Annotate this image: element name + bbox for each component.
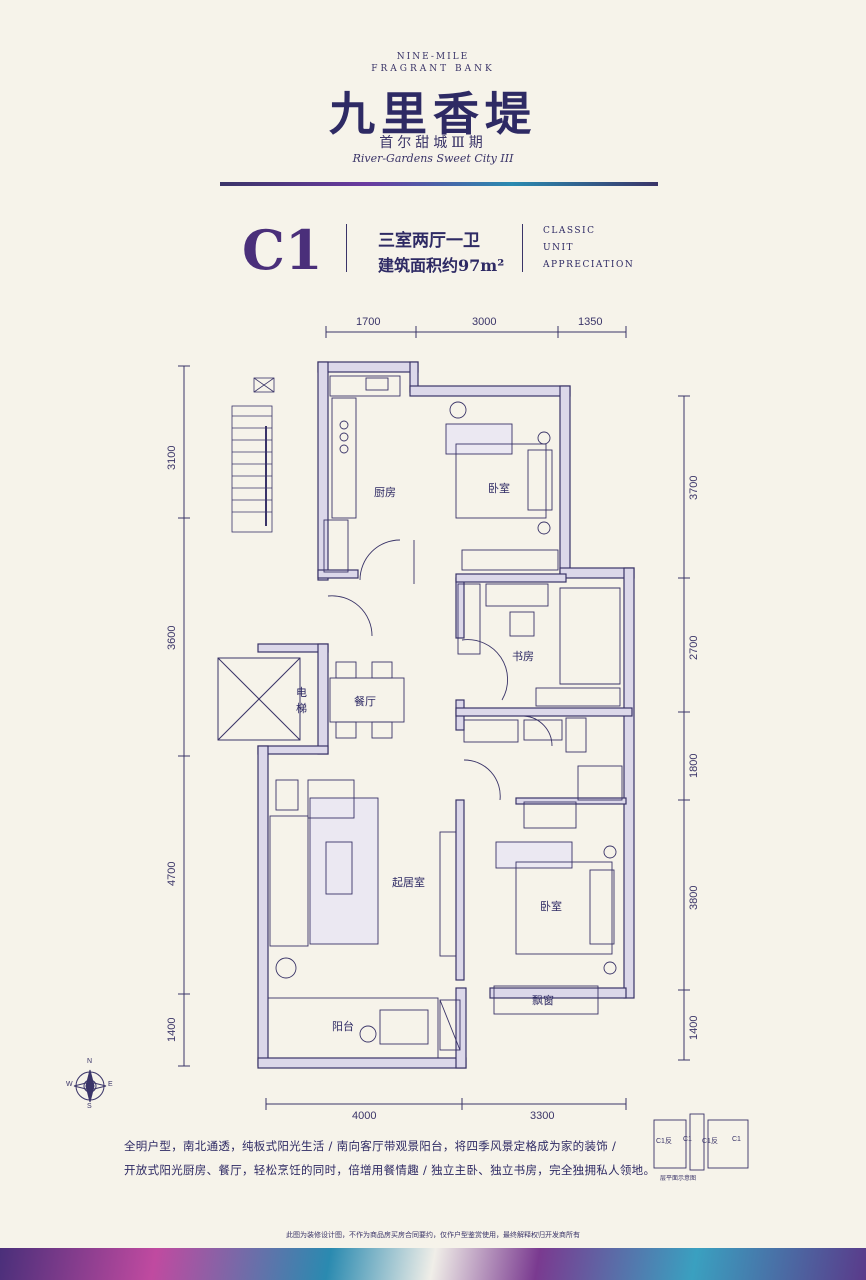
dim-bottom-1: 4000 bbox=[352, 1110, 377, 1122]
room-kitchen: 厨房 bbox=[374, 486, 396, 499]
keyplan-label-1: C1反 bbox=[656, 1138, 672, 1145]
room-elevator-1: 电 bbox=[296, 686, 307, 699]
eng-classic: CLASSIC bbox=[543, 226, 596, 236]
bottom-decorative-band bbox=[0, 1248, 866, 1280]
description-line2: 开放式阳光厨房、餐厅，轻松烹饪的同时，倍增用餐情趣 / 独立主卧、独立书房，完全… bbox=[124, 1163, 656, 1177]
eng-appreciation: APPRECIATION bbox=[543, 260, 635, 270]
room-living: 起居室 bbox=[392, 876, 425, 889]
project-subtitle-cn: 首尔甜城Ⅲ期 bbox=[379, 135, 487, 151]
project-subtitle-en: River-Gardens Sweet City III bbox=[352, 152, 514, 165]
dim-right-4: 3800 bbox=[688, 885, 700, 910]
keyplan-caption: 层平面示意图 bbox=[660, 1175, 697, 1182]
dim-bottom-2: 3300 bbox=[530, 1110, 555, 1122]
brand-logo-text: 九里香堤 bbox=[329, 87, 537, 141]
divider-left bbox=[346, 224, 347, 272]
compass-n: N bbox=[87, 1058, 93, 1065]
dim-left-3: 4700 bbox=[166, 861, 178, 886]
unit-area: 建筑面积约97m² bbox=[378, 256, 505, 275]
dim-top-2: 3000 bbox=[472, 316, 497, 328]
compass-s: S bbox=[87, 1103, 92, 1110]
keyplan-label-2: C1 bbox=[683, 1136, 692, 1143]
dim-left-4: 1400 bbox=[166, 1017, 178, 1042]
dim-right-2: 2700 bbox=[688, 635, 700, 660]
unit-code: C1 bbox=[242, 218, 323, 282]
dim-top-1: 1700 bbox=[356, 316, 381, 328]
dim-right-1: 3700 bbox=[688, 475, 700, 500]
disclaimer: 此图为装修设计图，不作为商品房买房合同要约，仅作户型鉴赏使用，最终解释权归开发商… bbox=[286, 1231, 580, 1239]
divider-right bbox=[522, 224, 523, 272]
keyplan-label-3: C1反 bbox=[702, 1138, 718, 1145]
room-bay-window: 飘窗 bbox=[532, 994, 554, 1007]
keyplan-label-4: C1 bbox=[732, 1136, 741, 1143]
room-bedroom-south: 卧室 bbox=[540, 900, 562, 913]
compass-w: W bbox=[66, 1081, 73, 1088]
eng-unit: UNIT bbox=[543, 243, 575, 253]
room-study: 书房 bbox=[512, 650, 534, 663]
room-bedroom-north: 卧室 bbox=[488, 482, 510, 495]
dim-right-5: 1400 bbox=[688, 1015, 700, 1040]
dim-right-3: 1800 bbox=[688, 753, 700, 778]
dim-left-2: 3600 bbox=[166, 625, 178, 650]
room-dining: 餐厅 bbox=[354, 695, 376, 708]
unit-type: 三室两厅一卫 bbox=[378, 231, 480, 251]
header-divider bbox=[220, 182, 658, 186]
brand-english-line2: FRAGRANT BANK bbox=[371, 64, 495, 74]
room-elevator-2: 梯 bbox=[296, 702, 307, 715]
dim-left-1: 3100 bbox=[166, 445, 178, 470]
compass-e: E bbox=[108, 1081, 113, 1088]
room-balcony: 阳台 bbox=[332, 1020, 354, 1033]
description-line1: 全明户型，南北通透，纯板式阳光生活 / 南向客厅带观景阳台，将四季风景定格成为家… bbox=[124, 1139, 617, 1153]
brand-english-line1: NINE-MILE bbox=[396, 52, 470, 62]
dim-top-3: 1350 bbox=[578, 316, 603, 328]
